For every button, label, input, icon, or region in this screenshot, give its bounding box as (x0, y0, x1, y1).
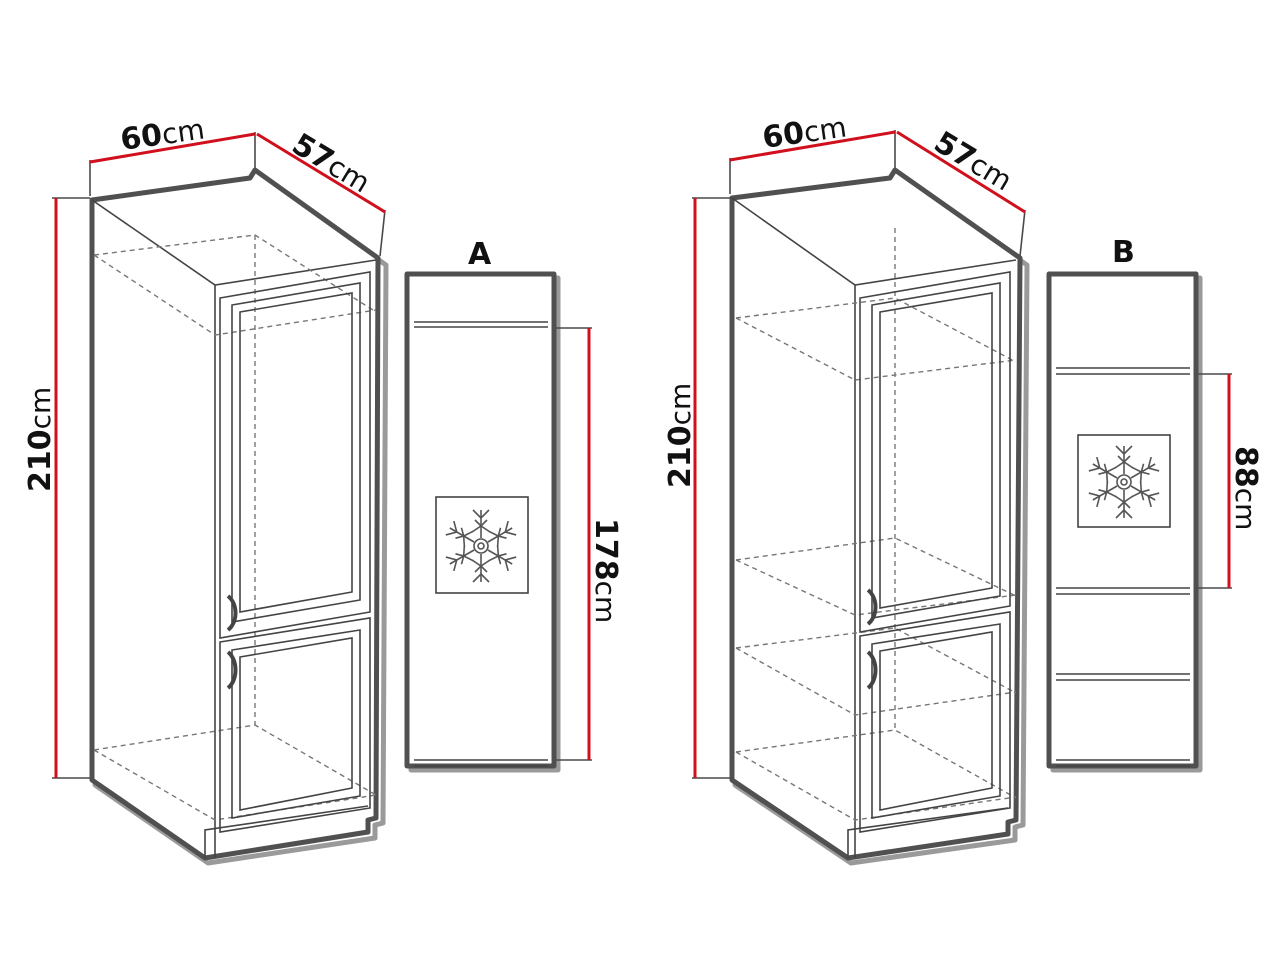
svg-text:60cm: 60cm (760, 110, 848, 156)
niche-unit-b: cm (1229, 488, 1262, 531)
svg-text:178cm: 178cm (588, 518, 623, 623)
height-value-a: 210 (23, 429, 58, 492)
svg-text:88cm: 88cm (1228, 446, 1263, 530)
height-label-b: 210cm (663, 383, 698, 488)
cabinet-b-dimensions (692, 130, 1026, 779)
width-unit-a: cm (160, 113, 207, 152)
height-unit-a: cm (24, 387, 57, 430)
svg-text:57cm: 57cm (286, 127, 376, 200)
width-label-a: 60cm (118, 112, 206, 158)
front-view-a (404, 271, 592, 773)
view-label-b: B (1112, 235, 1135, 270)
width-value-b: 60 (760, 115, 806, 155)
cabinet-a-dimensions (52, 132, 386, 779)
width-label-b: 60cm (760, 110, 848, 156)
width-value-a: 60 (118, 117, 164, 157)
cabinet-a-drawing (89, 167, 389, 866)
width-unit-b: cm (802, 111, 849, 150)
front-view-b (1046, 271, 1232, 773)
height-value-b: 210 (663, 425, 698, 488)
niche-value-b: 88 (1228, 446, 1263, 488)
cabinet-b-drawing (729, 167, 1030, 866)
svg-text:57cm: 57cm (928, 125, 1018, 198)
svg-text:60cm: 60cm (118, 112, 206, 158)
niche-unit-a: cm (589, 581, 622, 624)
niche-height-label-b: 88cm (1228, 446, 1263, 530)
depth-label-b: 57cm (928, 125, 1018, 198)
height-unit-b: cm (664, 383, 697, 426)
depth-label-a: 57cm (286, 127, 376, 200)
niche-value-a: 178 (588, 518, 623, 581)
svg-text:210cm: 210cm (23, 387, 58, 492)
height-label-a: 210cm (23, 387, 58, 492)
view-label-a: A (468, 237, 492, 272)
niche-height-label-a: 178cm (588, 518, 623, 623)
svg-text:210cm: 210cm (663, 383, 698, 488)
